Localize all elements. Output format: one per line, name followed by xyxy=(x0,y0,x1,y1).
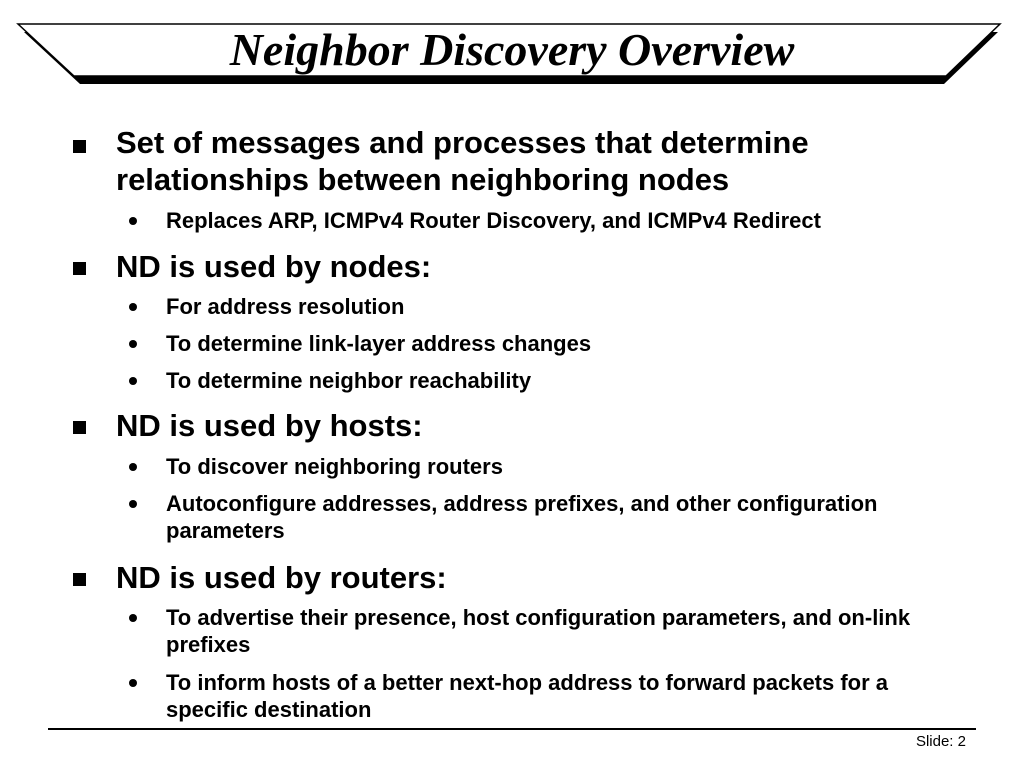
slide-number: Slide: 2 xyxy=(915,733,966,750)
square-bullet-icon xyxy=(73,573,86,586)
square-bullet-icon xyxy=(73,421,86,434)
bullet-level2: For address resolution xyxy=(166,294,405,319)
bullet-level2: Autoconfigure addresses, address prefixe… xyxy=(166,491,878,543)
footer-divider xyxy=(48,728,976,730)
title-banner: Neighbor Discovery Overview xyxy=(0,0,1024,96)
bullet-level2: To discover neighboring routers xyxy=(166,454,503,479)
bullet-level2: To determine neighbor reachability xyxy=(166,368,532,393)
dot-bullet-icon xyxy=(129,340,137,348)
dot-bullet-icon xyxy=(129,500,137,508)
slide-title: Neighbor Discovery Overview xyxy=(229,24,795,75)
bullet-level2: To determine link-layer address changes xyxy=(166,331,592,356)
bullet-level1: ND is used by nodes: xyxy=(116,249,432,284)
dot-bullet-icon xyxy=(129,679,137,687)
dot-bullet-icon xyxy=(129,217,137,225)
bullet-level2: To advertise their presence, host config… xyxy=(166,605,911,657)
dot-bullet-icon xyxy=(129,614,137,622)
bullet-level1: ND is used by hosts: xyxy=(116,408,423,443)
bullet-level1: Set of messages and processes that deter… xyxy=(116,125,809,197)
square-bullet-icon xyxy=(73,262,86,275)
dot-bullet-icon xyxy=(129,463,137,471)
bullet-level1: ND is used by routers: xyxy=(116,560,447,595)
title-banner-face xyxy=(16,23,1002,77)
title-banner-shape xyxy=(16,23,1002,84)
bullet-level2: To inform hosts of a better next-hop add… xyxy=(166,670,889,722)
dot-bullet-icon xyxy=(129,303,137,311)
dot-bullet-icon xyxy=(129,377,137,385)
square-bullet-icon xyxy=(73,140,86,153)
bullet-level2: Replaces ARP, ICMPv4 Router Discovery, a… xyxy=(166,208,821,233)
